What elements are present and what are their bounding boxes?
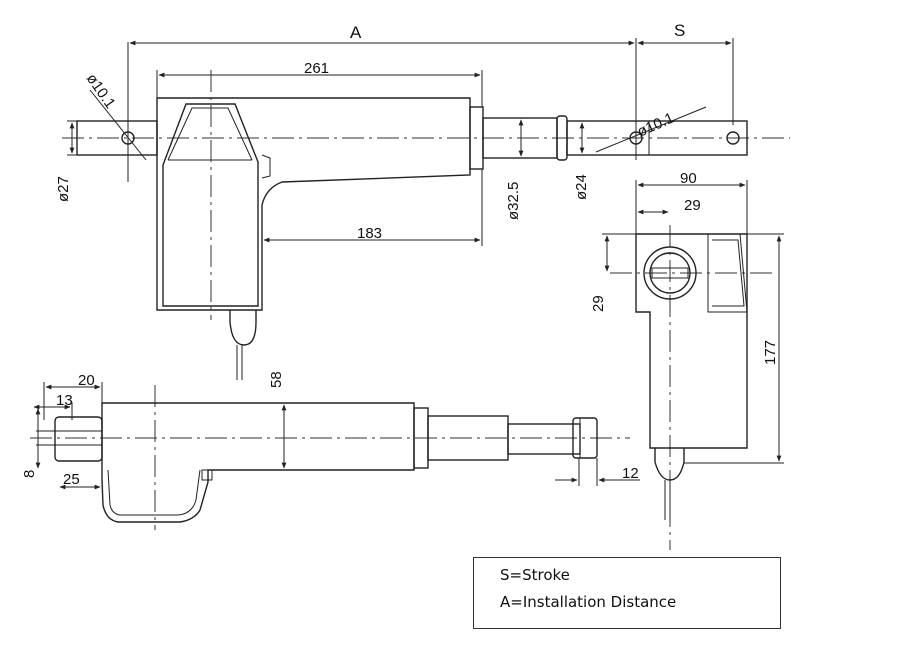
dim-177-label: 177: [762, 340, 779, 365]
motor-end-cap: [643, 246, 697, 300]
dim-29-side-label: 29: [590, 295, 607, 312]
dim-58-label: 58: [268, 371, 285, 388]
dim-dia-24-label: ø24: [573, 174, 590, 200]
dim-dia-32-5-label: ø32.5: [505, 182, 522, 220]
dim-13-label: 13: [56, 392, 73, 409]
dim-dia-27-label: ø27: [55, 176, 72, 202]
dim-20-label: 20: [78, 372, 95, 389]
dim-29-top-label: 29: [684, 197, 701, 214]
motor-housing: [156, 97, 471, 311]
dim-12-label: 12: [622, 465, 639, 482]
dim-90-label: 90: [680, 170, 697, 187]
dim-261-label: 261: [304, 60, 329, 77]
legend-stroke: S=Stroke: [500, 566, 570, 584]
end-housing: [635, 233, 748, 449]
dim-dia-10-1-right-label: ø10.1: [635, 110, 677, 141]
legend-installation: A=Installation Distance: [500, 593, 677, 611]
piston-rod: [566, 120, 748, 156]
dim-183-label: 183: [357, 225, 382, 242]
dim-25-label: 25: [63, 471, 80, 488]
top-view: A S 261 183 ø10.1 ø10.1 ø27 ø32.5 ø24: [55, 21, 790, 380]
dim-dia-10-1-left-label: ø10.1: [83, 71, 119, 112]
legend-box: S=Stroke A=Installation Distance: [473, 557, 781, 629]
bottom-view: 20 13 8 25 58 12: [21, 371, 640, 530]
dim-S-label: S: [674, 21, 685, 40]
end-view: 90 29 29 177: [590, 170, 784, 550]
dim-A-label: A: [350, 23, 362, 42]
dim-8-label: 8: [21, 470, 38, 478]
housing-plan: [101, 402, 415, 523]
